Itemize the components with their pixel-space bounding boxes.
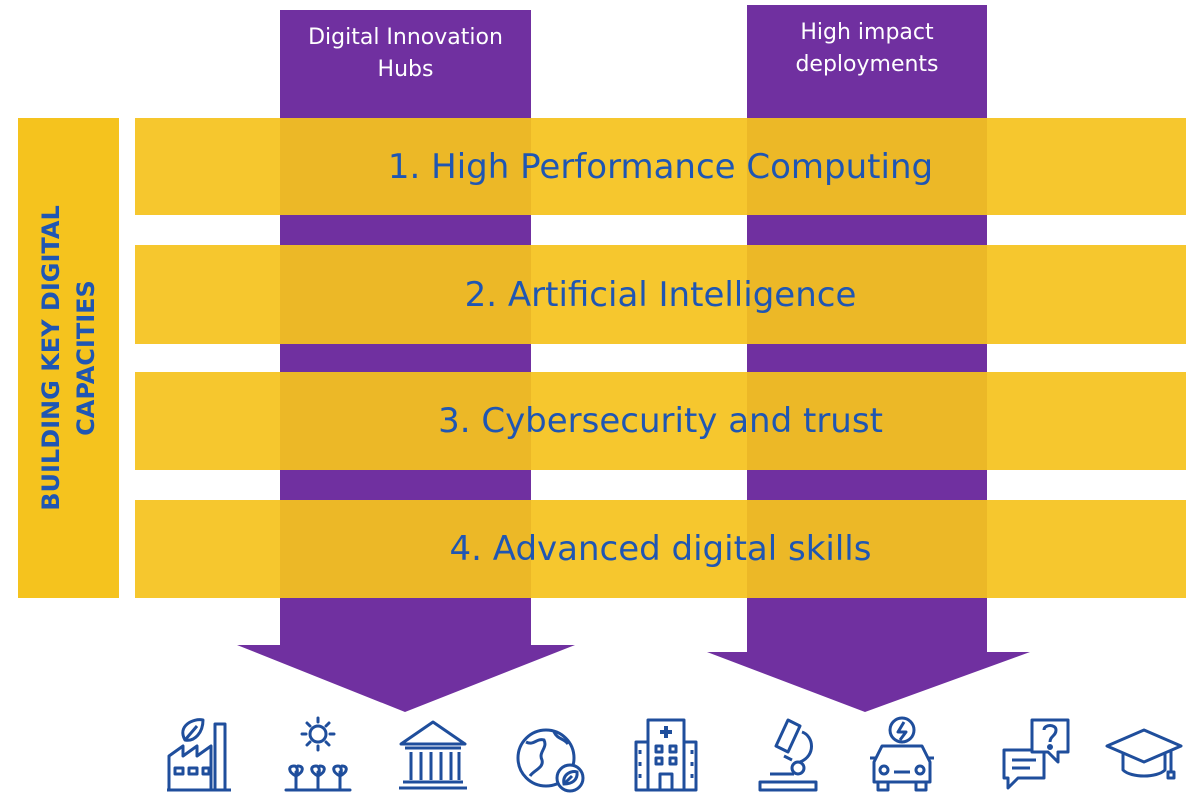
building-key-digital-capacities-panel: BUILDING KEY DIGITAL CAPACITIES (18, 118, 119, 598)
globe-leaf-icon (516, 728, 585, 793)
band-label: 2. Artificial Intelligence (464, 274, 857, 315)
graduation-cap-icon (1105, 728, 1183, 780)
band-cybersecurity-and-trust: 3. Cybersecurity and trust (135, 372, 1186, 470)
band-advanced-digital-skills: 4. Advanced digital skills (135, 500, 1186, 598)
high-impact-deployments-title: High impact deployments (795, 20, 939, 77)
band-label: 4. Advanced digital skills (449, 529, 872, 569)
high-impact-deployments-arrow (707, 5, 1030, 712)
electric-car-icon (870, 716, 934, 792)
government-building-icon (399, 720, 467, 790)
sun-plants-icon (284, 716, 352, 792)
digital-innovation-hubs-arrow (237, 10, 575, 712)
microscope-icon (758, 718, 818, 792)
factory-leaf-icon (167, 718, 231, 792)
chat-question-icon (1002, 718, 1070, 790)
digital-innovation-hubs-title: Digital Innovation Hubs (308, 25, 503, 82)
band-label: 3. Cybersecurity and trust (438, 401, 883, 441)
side-label-line1: BUILDING KEY DIGITAL (36, 205, 65, 511)
band-artificial-intelligence: 2. Artificial Intelligence (135, 245, 1186, 344)
side-label-line2: CAPACITIES (71, 280, 100, 436)
band-label: 1. High Performance Computing (387, 146, 934, 187)
band-high-performance-computing: 1. High Performance Computing (135, 118, 1186, 215)
hospital-icon (634, 718, 698, 792)
